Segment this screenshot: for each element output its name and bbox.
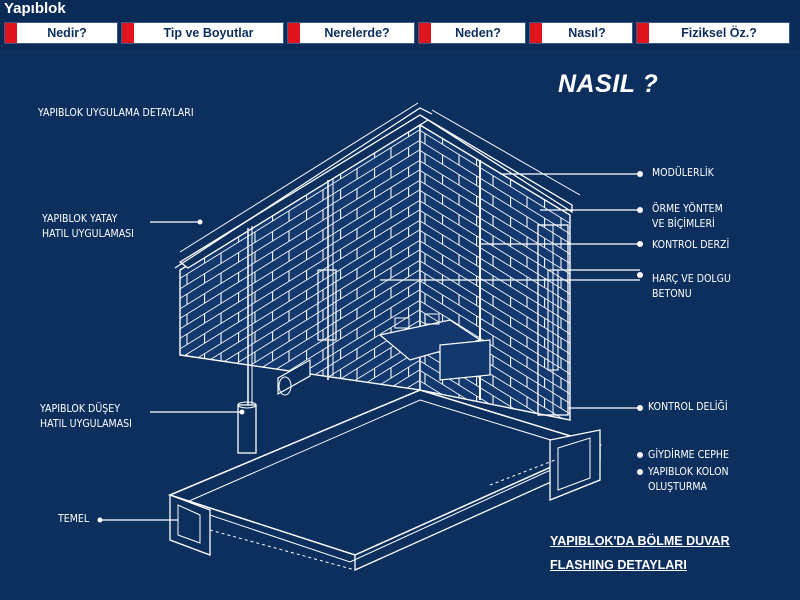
red-marker xyxy=(419,23,431,43)
nav-button-nerelerde[interactable]: Nerelerde? xyxy=(287,22,415,44)
label-control-joint: KONTROL DERZİ xyxy=(652,239,730,251)
red-marker xyxy=(122,23,134,43)
label-mortar: HARÇ VE DOLGU BETONU xyxy=(652,273,731,300)
nav-button-label: Tip ve Boyutlar xyxy=(163,26,254,40)
page-heading: NASIL ? xyxy=(558,70,659,98)
red-marker xyxy=(530,23,542,43)
nav-button-label: Nedir? xyxy=(47,26,87,40)
label-horizontal-beam: YAPIBLOK YATAY HATIL UYGULAMASI xyxy=(42,213,134,240)
diagram-title: YAPIBLOK UYGULAMA DETAYLARI xyxy=(38,107,194,119)
nav-button-neden[interactable]: Neden? xyxy=(418,22,526,44)
red-marker xyxy=(5,23,17,43)
left-leaders xyxy=(97,219,245,523)
link-partition-wall[interactable]: YAPIBLOK'DA BÖLME DUVAR xyxy=(550,534,730,548)
interior-blocks xyxy=(378,313,491,381)
nav-button-nasil[interactable]: Nasıl? xyxy=(529,22,633,44)
nav-button-fiziksel-oz[interactable]: Fiziksel Öz.? xyxy=(636,22,790,44)
red-marker xyxy=(637,23,649,43)
label-method: ÖRME YÖNTEM VE BİÇİMLERİ xyxy=(652,203,723,230)
left-wall xyxy=(174,102,433,454)
link-flashing-details[interactable]: FLASHING DETAYLARI xyxy=(550,558,687,572)
nav-button-tip-ve-boyutlar[interactable]: Tip ve Boyutlar xyxy=(121,22,284,44)
nav-button-label: Nasıl? xyxy=(568,26,606,40)
right-leaders xyxy=(380,171,643,475)
nav-bar: Nedir? Tip ve Boyutlar Nerelerde? Neden?… xyxy=(0,22,800,46)
label-column: YAPIBLOK KOLON OLUŞTURMA xyxy=(648,466,729,493)
nav-button-label: Neden? xyxy=(455,26,501,40)
label-modularity: MODÜLERLİK xyxy=(652,167,714,179)
app-title: Yapıblok xyxy=(4,0,66,17)
label-control-hole: KONTROL DELİĞİ xyxy=(648,401,728,413)
red-marker xyxy=(288,23,300,43)
label-vertical-beam: YAPIBLOK DÜŞEY HATIL UYGULAMASI xyxy=(40,403,132,430)
foundation xyxy=(167,389,603,572)
nav-button-nedir[interactable]: Nedir? xyxy=(4,22,118,44)
nav-button-label: Nerelerde? xyxy=(324,26,390,40)
nav-button-label: Fiziksel Öz.? xyxy=(681,26,757,40)
label-cladding: GİYDİRME CEPHE xyxy=(648,449,729,461)
label-foundation: TEMEL xyxy=(58,513,90,525)
